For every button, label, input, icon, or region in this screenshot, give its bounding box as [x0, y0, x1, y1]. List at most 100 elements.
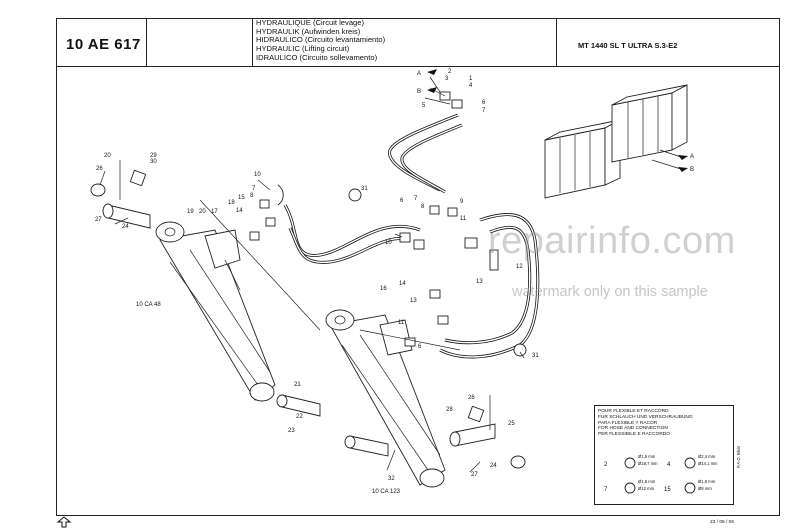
- title-en: HYDRAULIC (Lifting circuit): [256, 44, 350, 54]
- page-turn-icon: [56, 516, 72, 528]
- callout: 13: [410, 298, 417, 304]
- callout: 26: [468, 395, 475, 401]
- ref-right-cylinder: 10 CA 123: [372, 489, 401, 495]
- callout: 7: [482, 108, 486, 114]
- callout: 7: [252, 186, 256, 192]
- callout: 9: [460, 199, 464, 205]
- callout: 25: [508, 421, 515, 427]
- control-valve-block: [544, 84, 688, 199]
- drawing-frame: [56, 18, 780, 516]
- port-label-b: B: [417, 89, 421, 95]
- callout: 10: [385, 240, 392, 246]
- callout: 13: [476, 279, 483, 285]
- model-label: MT 1440 SL T ULTRA S.3-E2: [578, 41, 678, 50]
- note-item-d1: Ø2,4 mm: [698, 454, 716, 459]
- note-line: FUR SCHLAUCH UND VERSCHRAUBUNG: [598, 414, 693, 420]
- title-es: HIDRAULICO (Circuito levantamiento): [256, 35, 386, 45]
- header-cell-divider: [556, 18, 557, 66]
- title-it: IDRAULICO (Circuito sollevamento): [256, 52, 378, 62]
- callout: 10: [254, 172, 261, 178]
- callout: 6: [418, 344, 422, 350]
- callout: 15: [238, 195, 245, 201]
- callout: 4: [469, 83, 473, 89]
- note-item-d1: Ø1,6 mm: [638, 479, 656, 484]
- note-item-d1: Ø1,6 mm: [638, 454, 656, 459]
- revision-date: 23 / 06 / 06: [710, 520, 735, 525]
- callout: 20: [104, 153, 111, 159]
- callout: 16: [380, 286, 387, 292]
- note-item-number: 2: [604, 462, 608, 468]
- callout: 23: [288, 428, 295, 434]
- note-line: FOR HOSE AND CONNECTION: [598, 426, 668, 432]
- note-line: PARA FLEXIBLE Y RACOR: [598, 420, 658, 426]
- seal-ring-symbols: 2 4 7 15 Ø1,6 mm Ø18,7 mm Ø2,4 mm Ø14,1 …: [604, 454, 718, 494]
- title-fr: HYDRAULIQUE (Circuit levage): [256, 18, 365, 27]
- callout: 14: [236, 208, 243, 214]
- part-callouts: 20 26 29 30 27 24 19 20 17 18 15 14 10 7…: [95, 69, 694, 495]
- callout: 6: [482, 100, 486, 106]
- note-line: POUR FLEXIBLE ET RACCORD: [598, 409, 669, 414]
- callout: 8: [421, 204, 425, 210]
- leader-lines: [99, 76, 525, 473]
- drafting-signature: P.A.O. Blois: [736, 445, 741, 468]
- header-divider: [56, 66, 780, 67]
- watermark-note: watermark only on this sample: [512, 284, 708, 300]
- callout: 19: [187, 209, 194, 215]
- callout: 31: [361, 186, 368, 192]
- callout: 6: [400, 198, 404, 204]
- port-arrows: [427, 69, 688, 172]
- callout: 14: [399, 281, 406, 287]
- valve-port-label-b: B: [690, 167, 694, 173]
- ref-left-cylinder: 10 CA 48: [136, 302, 161, 308]
- callout: 17: [211, 209, 218, 215]
- page-code: 10 AE 617: [66, 36, 141, 53]
- watermark-brand: repairinfo.com: [488, 220, 736, 262]
- callout: 31: [532, 353, 539, 359]
- callout: 24: [122, 224, 129, 230]
- note-item-d2: Ø14,1 mm: [698, 461, 718, 466]
- port-label-a: A: [417, 71, 421, 77]
- note-item-number: 7: [604, 487, 608, 493]
- note-item-number: 15: [664, 487, 671, 493]
- valve-port-label-a: A: [690, 154, 694, 160]
- header-cell-divider: [146, 18, 147, 66]
- callout: 29: [150, 153, 157, 159]
- callout: 22: [296, 414, 303, 420]
- callout: 18: [228, 200, 235, 206]
- note-item-number: 4: [667, 462, 671, 468]
- callout: 5: [422, 103, 426, 109]
- note-item-d2: Ø8 mm: [698, 486, 712, 491]
- callout: 21: [294, 382, 301, 388]
- callout: 27: [471, 472, 478, 478]
- right-lift-cylinder: [325, 309, 446, 488]
- callout: 7: [414, 196, 418, 202]
- note-item-d1: Ø1,6 mm: [698, 479, 716, 484]
- callout: 2: [448, 69, 452, 75]
- note-item-d2: Ø12 mm: [638, 486, 655, 491]
- callout: 11: [460, 216, 467, 222]
- callout: 32: [388, 476, 395, 482]
- hose-lines: [283, 113, 540, 359]
- fittings: [249, 91, 527, 357]
- callout: 28: [446, 407, 453, 413]
- header-cell-divider: [252, 18, 253, 66]
- left-lift-cylinder: [155, 221, 276, 402]
- callout: 12: [516, 264, 523, 270]
- note-item-d2: Ø18,7 mm: [638, 461, 658, 466]
- note-line: PER FLESSIBILE E RACCORDO: [598, 432, 670, 438]
- hose-connection-note: [594, 405, 734, 505]
- callout: 27: [95, 217, 102, 223]
- pins-and-bushes: [90, 160, 526, 469]
- callout: 8: [250, 193, 254, 199]
- callout: 1: [469, 76, 473, 82]
- callout: 24: [490, 463, 497, 469]
- callout: 30: [150, 159, 157, 165]
- callout: 3: [445, 76, 449, 82]
- callout: 20: [199, 209, 206, 215]
- title-block: HYDRAULIQUE (Circuit levage) HYDRAULIK (…: [256, 18, 386, 63]
- callout: 26: [96, 166, 103, 172]
- title-de: HYDRAULIK (Aufwinden kreis): [256, 26, 361, 36]
- callout: 11: [398, 320, 405, 326]
- note-heading: POUR FLEXIBLE ET RACCORD FUR SCHLAUCH UN…: [598, 409, 693, 438]
